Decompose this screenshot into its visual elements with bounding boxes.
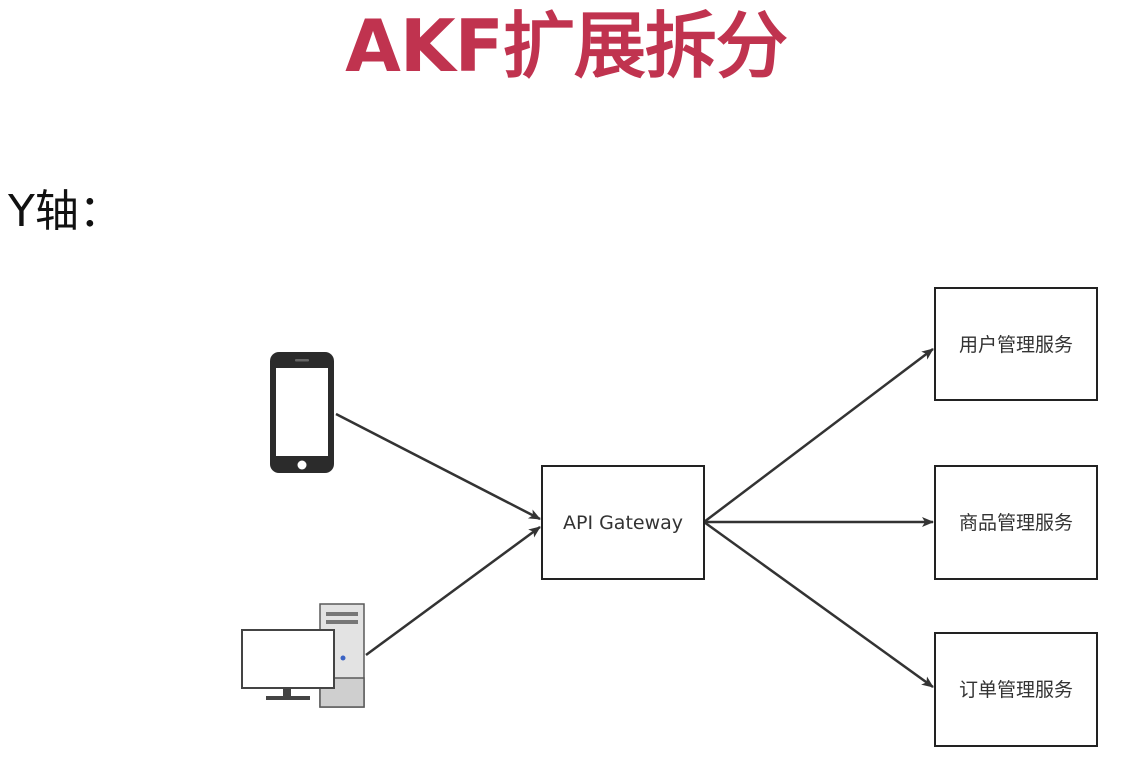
desktop-computer-icon <box>241 603 365 708</box>
mobile-phone-icon <box>270 352 334 473</box>
order-service-label: 订单管理服务 <box>959 679 1073 701</box>
user-service-node: 用户管理服务 <box>934 287 1098 401</box>
user-service-label: 用户管理服务 <box>959 334 1073 356</box>
page-title: AKF扩展拆分 <box>345 4 788 88</box>
y-axis-heading: Y轴： <box>8 186 123 237</box>
product-service-label: 商品管理服务 <box>959 512 1073 534</box>
arrow-phone-to-gateway <box>335 412 541 521</box>
product-service-node: 商品管理服务 <box>934 465 1098 580</box>
api-gateway-node: API Gateway <box>541 465 705 580</box>
api-gateway-label: API Gateway <box>563 512 683 534</box>
order-service-node: 订单管理服务 <box>934 632 1098 747</box>
arrow-gateway-to-order-service <box>703 520 934 689</box>
connectors <box>335 348 934 689</box>
arrow-desktop-to-gateway <box>365 525 541 657</box>
arrow-gateway-to-user-service <box>703 348 934 523</box>
